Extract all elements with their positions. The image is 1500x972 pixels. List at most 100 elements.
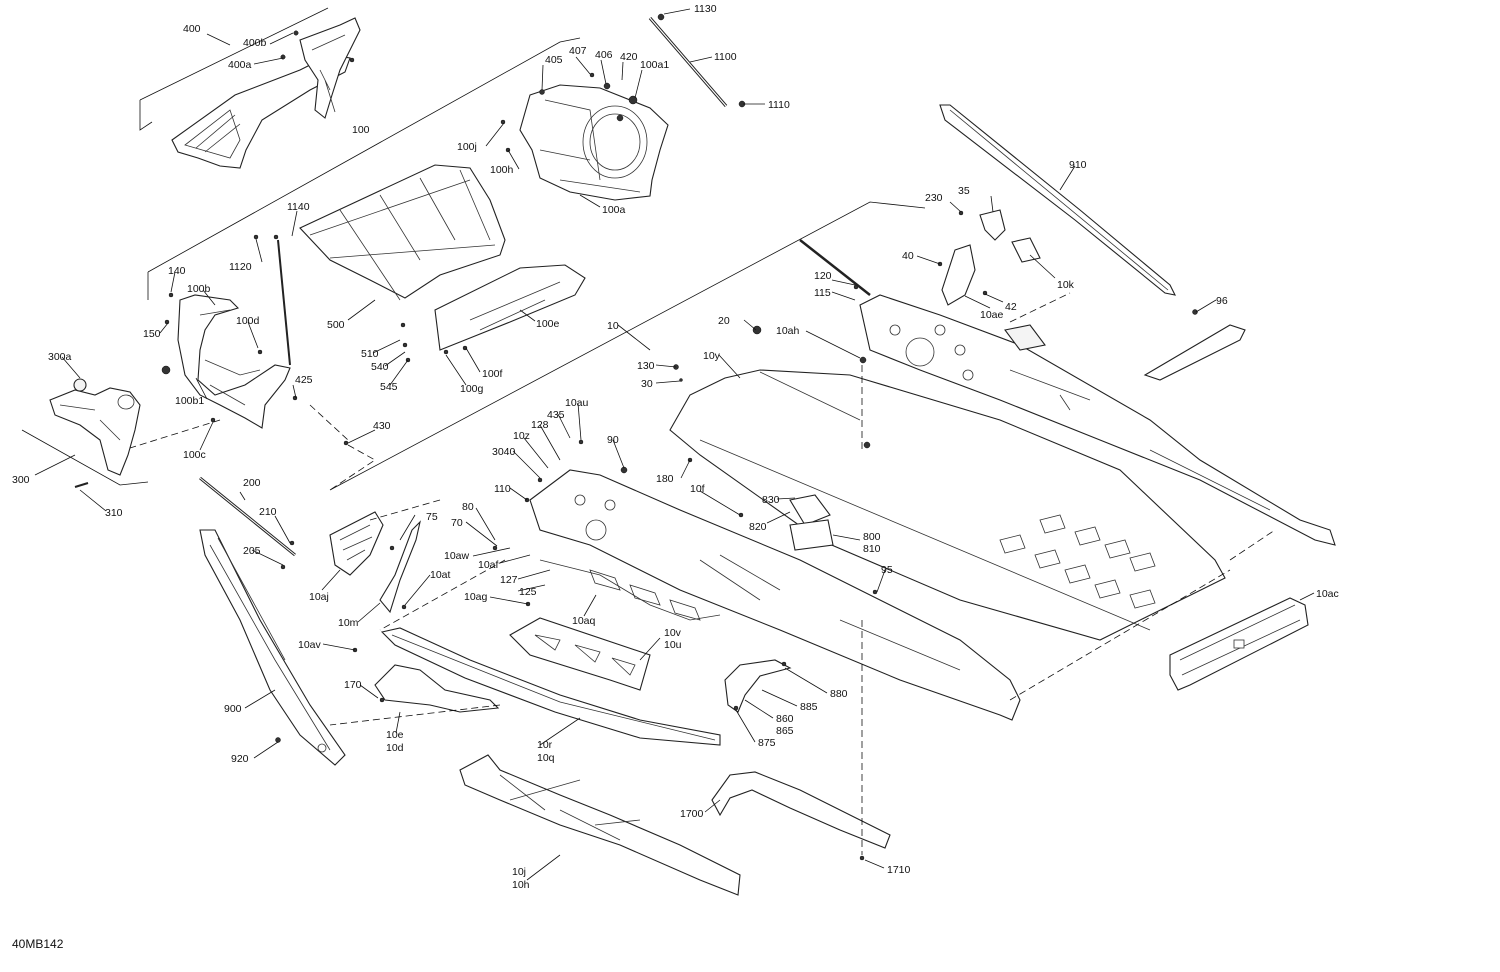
callout-900: 900 bbox=[224, 703, 242, 715]
callout-labels: 400 400b 400a 1130 1100 1110 407 406 420… bbox=[12, 3, 1339, 891]
part-35-40-brackets bbox=[799, 209, 1046, 351]
callout-1700: 1700 bbox=[680, 808, 704, 820]
callout-310: 310 bbox=[105, 507, 123, 519]
part-860-bracket bbox=[724, 659, 792, 713]
callout-10f: 10f bbox=[690, 483, 705, 495]
callout-875: 875 bbox=[758, 737, 776, 749]
callout-10q: 10q bbox=[537, 752, 555, 764]
callout-10h: 10h bbox=[512, 879, 530, 891]
callout-100b: 100b bbox=[187, 283, 211, 295]
callout-180: 180 bbox=[656, 473, 674, 485]
callout-42: 42 bbox=[1005, 301, 1017, 313]
part-96-bracket bbox=[1143, 309, 1246, 381]
alignment-lines bbox=[129, 292, 1276, 855]
callout-30: 30 bbox=[641, 378, 653, 390]
callout-880: 880 bbox=[830, 688, 848, 700]
part-10v-frame bbox=[509, 617, 651, 691]
callout-430: 430 bbox=[373, 420, 391, 432]
callout-10z: 10z bbox=[513, 430, 530, 442]
callout-100e: 100e bbox=[536, 318, 560, 330]
callout-100g: 100g bbox=[460, 383, 484, 395]
callout-200: 200 bbox=[243, 477, 261, 489]
callout-406: 406 bbox=[595, 49, 613, 61]
part-200-rod bbox=[199, 476, 296, 570]
callout-20: 20 bbox=[718, 315, 730, 327]
callout-10e: 10e bbox=[386, 729, 404, 741]
callout-10aj: 10aj bbox=[309, 591, 329, 603]
callout-400b: 400b bbox=[243, 37, 267, 49]
callout-1100: 1100 bbox=[714, 51, 737, 63]
callout-70: 70 bbox=[451, 517, 463, 529]
callout-400a: 400a bbox=[228, 59, 252, 71]
callout-10r: 10r bbox=[537, 739, 553, 751]
callout-100c: 100c bbox=[183, 449, 206, 461]
callout-40: 40 bbox=[902, 250, 914, 262]
callout-100j: 100j bbox=[457, 141, 477, 153]
callout-100f: 100f bbox=[482, 368, 503, 380]
part-100a-front-frame bbox=[500, 72, 669, 201]
callout-800: 800 bbox=[863, 531, 881, 543]
callout-125: 125 bbox=[519, 586, 537, 598]
callout-96: 96 bbox=[1216, 295, 1228, 307]
callout-100b1: 100b1 bbox=[175, 395, 204, 407]
plate-cutouts bbox=[999, 514, 1156, 609]
callout-820: 820 bbox=[749, 521, 767, 533]
callout-120: 120 bbox=[814, 270, 832, 282]
callout-10ae: 10ae bbox=[980, 309, 1004, 321]
callout-1130: 1130 bbox=[694, 3, 717, 15]
part-900-side-rail bbox=[199, 529, 346, 766]
callout-407: 407 bbox=[569, 45, 587, 57]
part-10j-lower-rail bbox=[459, 754, 741, 896]
callout-1110: 1110 bbox=[768, 99, 790, 111]
callout-100a: 100a bbox=[602, 204, 626, 216]
callout-10j: 10j bbox=[512, 866, 526, 878]
callout-130: 130 bbox=[637, 360, 655, 372]
part-1100-rod bbox=[648, 13, 746, 108]
callout-545: 545 bbox=[380, 381, 398, 393]
part-820-800-brackets bbox=[789, 494, 834, 551]
callout-10d: 10d bbox=[386, 742, 404, 754]
callout-150: 150 bbox=[143, 328, 161, 340]
callout-865: 865 bbox=[776, 725, 794, 737]
callout-10ac: 10ac bbox=[1316, 588, 1339, 600]
part-10-chassis bbox=[529, 294, 1336, 721]
leader-lines bbox=[34, 8, 1315, 881]
callout-100d: 100d bbox=[236, 315, 260, 327]
callout-140: 140 bbox=[168, 265, 186, 277]
part-100e-bracket bbox=[434, 264, 586, 355]
callout-170: 170 bbox=[344, 679, 362, 691]
callout-75: 75 bbox=[426, 511, 438, 523]
callout-10at: 10at bbox=[430, 569, 451, 581]
callout-500: 500 bbox=[327, 319, 345, 331]
callout-95: 95 bbox=[881, 564, 893, 576]
callout-10av: 10av bbox=[298, 639, 322, 651]
callout-10m: 10m bbox=[338, 617, 359, 629]
part-400-front-bracket bbox=[171, 17, 361, 169]
callout-10v: 10v bbox=[664, 627, 682, 639]
part-500-panel bbox=[299, 164, 506, 301]
callout-3040: 3040 bbox=[492, 446, 516, 458]
callout-100a1: 100a1 bbox=[640, 59, 669, 71]
callout-10au: 10au bbox=[565, 397, 589, 409]
part-300-support bbox=[49, 378, 141, 488]
callout-127: 127 bbox=[500, 574, 518, 586]
callout-10k: 10k bbox=[1057, 279, 1075, 291]
part-10e-bracket bbox=[374, 664, 500, 713]
part-1700-arm bbox=[711, 771, 891, 861]
callout-100h: 100h bbox=[490, 164, 514, 176]
callout-10u: 10u bbox=[664, 639, 682, 651]
callout-10af: 10af bbox=[478, 559, 499, 571]
callout-80: 80 bbox=[462, 501, 474, 513]
callout-10ah: 10ah bbox=[776, 325, 800, 337]
callout-115: 115 bbox=[814, 287, 831, 299]
callout-910: 910 bbox=[1069, 159, 1087, 171]
callout-885: 885 bbox=[800, 701, 818, 713]
callout-540: 540 bbox=[371, 361, 389, 373]
callout-405: 405 bbox=[545, 54, 563, 66]
callout-100: 100 bbox=[352, 124, 370, 136]
callout-35: 35 bbox=[958, 185, 970, 197]
callout-128: 128 bbox=[531, 419, 549, 431]
callout-210: 210 bbox=[259, 506, 277, 518]
callout-510: 510 bbox=[361, 348, 379, 360]
